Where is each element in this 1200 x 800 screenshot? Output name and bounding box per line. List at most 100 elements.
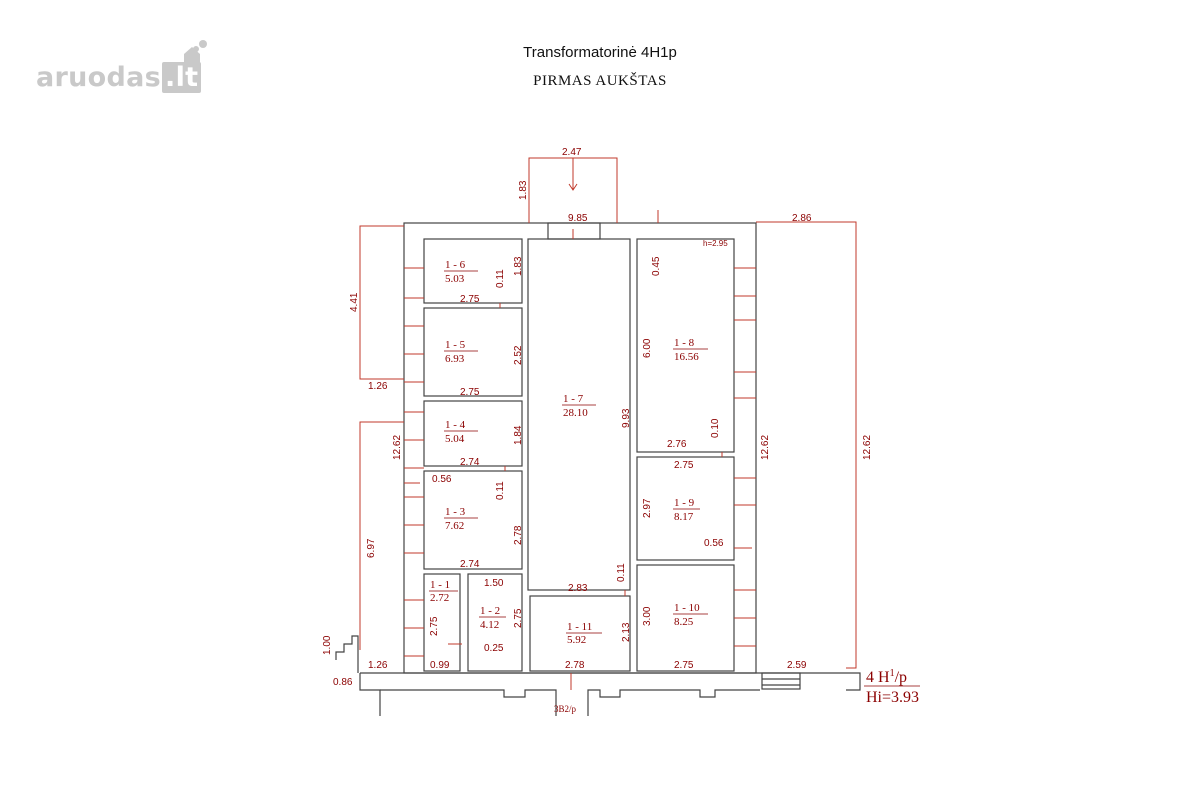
dim-r14-width: 2.74 bbox=[460, 457, 480, 468]
room-1-2-area: 4.12 bbox=[480, 619, 499, 631]
dim-r15-width: 2.75 bbox=[460, 387, 480, 398]
plan-title: Transformatorinė 4H1p bbox=[523, 44, 677, 61]
dim-height-note: h=2.95 bbox=[703, 239, 728, 248]
room-1-9-id: 1 - 9 bbox=[674, 497, 695, 509]
dim-r13-width: 2.74 bbox=[460, 559, 480, 570]
dim-left-lower: 6.97 bbox=[366, 538, 377, 558]
dim-right-inner: 12.62 bbox=[760, 435, 771, 460]
logo-text: aruodas bbox=[36, 62, 162, 93]
logo-house-icon bbox=[184, 40, 207, 66]
dim-right-outer: 12.62 bbox=[862, 435, 873, 460]
room-1-8-outline bbox=[636, 238, 735, 453]
room-1-5-area: 6.93 bbox=[445, 353, 465, 365]
room-1-5-outline bbox=[423, 307, 523, 397]
top-opening bbox=[547, 222, 601, 240]
dim-r18-height: 6.00 bbox=[642, 338, 653, 358]
room-1-8-area: 16.56 bbox=[674, 351, 699, 363]
room-1-3-outline bbox=[423, 470, 523, 570]
dim-r12-width: 1.50 bbox=[484, 578, 504, 589]
room-1-2-id: 1 - 2 bbox=[480, 605, 500, 617]
dim-r18-top: 0.45 bbox=[651, 256, 662, 276]
room-1-10-area: 8.25 bbox=[674, 616, 694, 628]
dim-r16-width: 2.75 bbox=[460, 294, 480, 305]
label-rules bbox=[429, 270, 708, 634]
dim-r111-width: 2.78 bbox=[565, 660, 585, 671]
room-1-2-outline bbox=[467, 573, 523, 672]
dim-top-right: 2.86 bbox=[792, 213, 812, 224]
dim-left-offset: 1.26 bbox=[368, 381, 388, 392]
unit-label-suffix: /p bbox=[895, 669, 907, 686]
dim-r15-height: 2.52 bbox=[513, 345, 524, 365]
unit-label: 4 H1/p bbox=[866, 668, 907, 686]
dim-r18-gap: 0.10 bbox=[710, 418, 721, 438]
room-1-1-outline bbox=[423, 573, 461, 672]
dim-left-upper: 4.41 bbox=[349, 292, 360, 312]
room-labels: 1 - 6 5.03 1 - 5 6.93 1 - 4 5.04 1 - 3 7… bbox=[430, 259, 700, 646]
room-1-4-area: 5.04 bbox=[445, 433, 465, 445]
dim-r17-height: 9.93 bbox=[621, 408, 632, 428]
room-1-11-area: 5.92 bbox=[567, 634, 586, 646]
room-1-4-outline bbox=[423, 400, 523, 467]
foundation-mid-left bbox=[380, 689, 557, 716]
logo-suffix: .lt bbox=[162, 62, 202, 93]
dim-r16-gap: 0.11 bbox=[495, 269, 506, 288]
room-1-1-area: 2.72 bbox=[430, 592, 449, 604]
annotations: 4 H1/p Hi=3.93 3B2/p bbox=[554, 668, 920, 714]
room-1-11-outline bbox=[529, 595, 631, 672]
room-1-10-id: 1 - 10 bbox=[674, 602, 700, 614]
room-1-7-area: 28.10 bbox=[563, 407, 588, 419]
dimension-texts: 2.47 1.83 9.85 2.86 h=2.95 4.41 1.26 12.… bbox=[322, 147, 873, 688]
dim-bottom-left: 1.26 bbox=[368, 660, 388, 671]
dim-r19-wall: 0.56 bbox=[704, 538, 724, 549]
dim-r12-height: 2.75 bbox=[513, 608, 524, 628]
steps-right bbox=[761, 672, 801, 690]
dim-step-height: 1.00 bbox=[322, 635, 333, 655]
room-1-11-id: 1 - 11 bbox=[567, 621, 592, 633]
unit-label-sup: 1 bbox=[890, 668, 895, 679]
bottom-tag: 3B2/p bbox=[554, 704, 577, 714]
room-1-6-outline bbox=[423, 238, 523, 304]
room-1-1-id: 1 - 1 bbox=[430, 579, 450, 591]
dim-entry-width: 2.47 bbox=[562, 147, 582, 158]
dim-r13-height: 2.78 bbox=[513, 525, 524, 545]
walls bbox=[335, 222, 861, 716]
dim-r14-height: 1.84 bbox=[513, 425, 524, 445]
dim-r111-height: 2.13 bbox=[621, 622, 632, 642]
room-1-6-area: 5.03 bbox=[445, 273, 465, 285]
dim-r13-wall: 0.56 bbox=[432, 474, 452, 485]
dim-r13-gap: 0.11 bbox=[495, 481, 506, 500]
dim-r12-gap: 0.25 bbox=[484, 643, 504, 654]
room-1-7-id: 1 - 7 bbox=[563, 393, 584, 405]
dim-entry-depth: 1.83 bbox=[518, 180, 529, 200]
unit-label-main: 4 H bbox=[866, 669, 890, 686]
outer-wall bbox=[403, 222, 757, 674]
dim-r111-gap: 0.11 bbox=[616, 563, 627, 582]
dim-left-total: 12.62 bbox=[392, 435, 403, 460]
site-logo[interactable]: aruodas.lt bbox=[36, 62, 202, 93]
dim-step-width: 0.86 bbox=[333, 677, 353, 688]
dim-bottom-right: 2.59 bbox=[787, 660, 807, 671]
room-1-4-id: 1 - 4 bbox=[445, 419, 466, 431]
dim-top-length: 9.85 bbox=[568, 213, 588, 224]
dim-r11-height: 2.75 bbox=[429, 616, 440, 636]
dim-r19-width: 2.75 bbox=[674, 460, 694, 471]
dim-r19-height: 2.97 bbox=[642, 498, 653, 518]
floor-subtitle: PIRMAS AUKŠTAS bbox=[533, 73, 667, 89]
foundation-left bbox=[359, 673, 381, 716]
room-1-6-id: 1 - 6 bbox=[445, 259, 466, 271]
room-1-5-id: 1 - 5 bbox=[445, 339, 466, 351]
room-1-3-area: 7.62 bbox=[445, 520, 464, 532]
dim-r18-width: 2.76 bbox=[667, 439, 687, 450]
dimension-lines bbox=[359, 157, 857, 690]
steps-left bbox=[335, 635, 359, 673]
dim-r111-top-width: 2.83 bbox=[568, 583, 588, 594]
foundation-strip bbox=[360, 672, 861, 691]
dim-r110-height: 3.00 bbox=[642, 606, 653, 626]
room-1-9-area: 8.17 bbox=[674, 511, 694, 523]
hi-label: Hi=3.93 bbox=[866, 689, 919, 706]
window-marks bbox=[404, 267, 756, 657]
room-1-3-id: 1 - 3 bbox=[445, 506, 466, 518]
room-1-9-outline bbox=[636, 456, 735, 561]
room-1-8-id: 1 - 8 bbox=[674, 337, 695, 349]
